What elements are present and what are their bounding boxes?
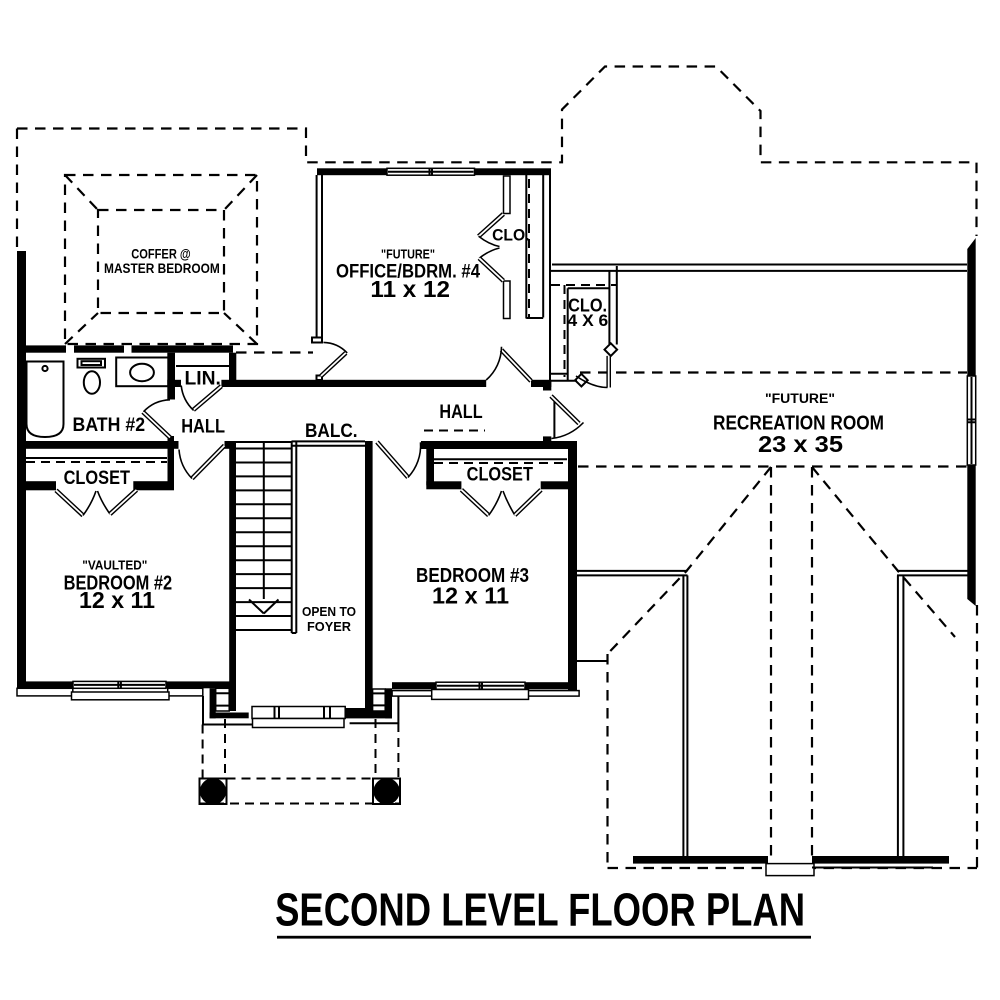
svg-text:11 x 12: 11 x 12 [370,276,450,302]
svg-text:BEDROOM #2: BEDROOM #2 [64,572,173,595]
svg-text:4 X 6: 4 X 6 [568,311,609,330]
svg-text:CLO.: CLO. [568,295,607,315]
svg-text:OPEN TO: OPEN TO [302,604,356,619]
svg-text:RECREATION ROOM: RECREATION ROOM [713,412,884,435]
svg-text:LIN.: LIN. [185,369,221,390]
svg-text:FOYER: FOYER [307,619,352,634]
svg-text:SECOND LEVEL FLOOR PLAN: SECOND LEVEL FLOOR PLAN [275,884,805,936]
svg-text:CLOSET: CLOSET [467,465,534,486]
svg-text:23 x 35: 23 x 35 [758,431,843,457]
svg-text:MASTER BEDROOM: MASTER BEDROOM [104,261,220,276]
svg-text:"FUTURE": "FUTURE" [765,391,835,406]
svg-text:BALC.: BALC. [305,421,358,442]
svg-text:12 x 11: 12 x 11 [79,587,155,613]
svg-text:"FUTURE": "FUTURE" [381,248,435,262]
svg-text:OFFICE/BDRM. #4: OFFICE/BDRM. #4 [336,262,480,283]
svg-text:12 x 11: 12 x 11 [432,583,509,609]
svg-text:"VAULTED": "VAULTED" [82,558,147,573]
svg-text:HALL: HALL [439,402,483,423]
svg-text:BEDROOM #3: BEDROOM #3 [416,564,529,587]
svg-text:BATH #2: BATH #2 [73,415,146,436]
svg-text:CLO.: CLO. [492,226,529,245]
svg-text:COFFER @: COFFER @ [131,246,191,261]
svg-text:CLOSET: CLOSET [64,468,131,489]
svg-text:HALL: HALL [181,417,225,438]
